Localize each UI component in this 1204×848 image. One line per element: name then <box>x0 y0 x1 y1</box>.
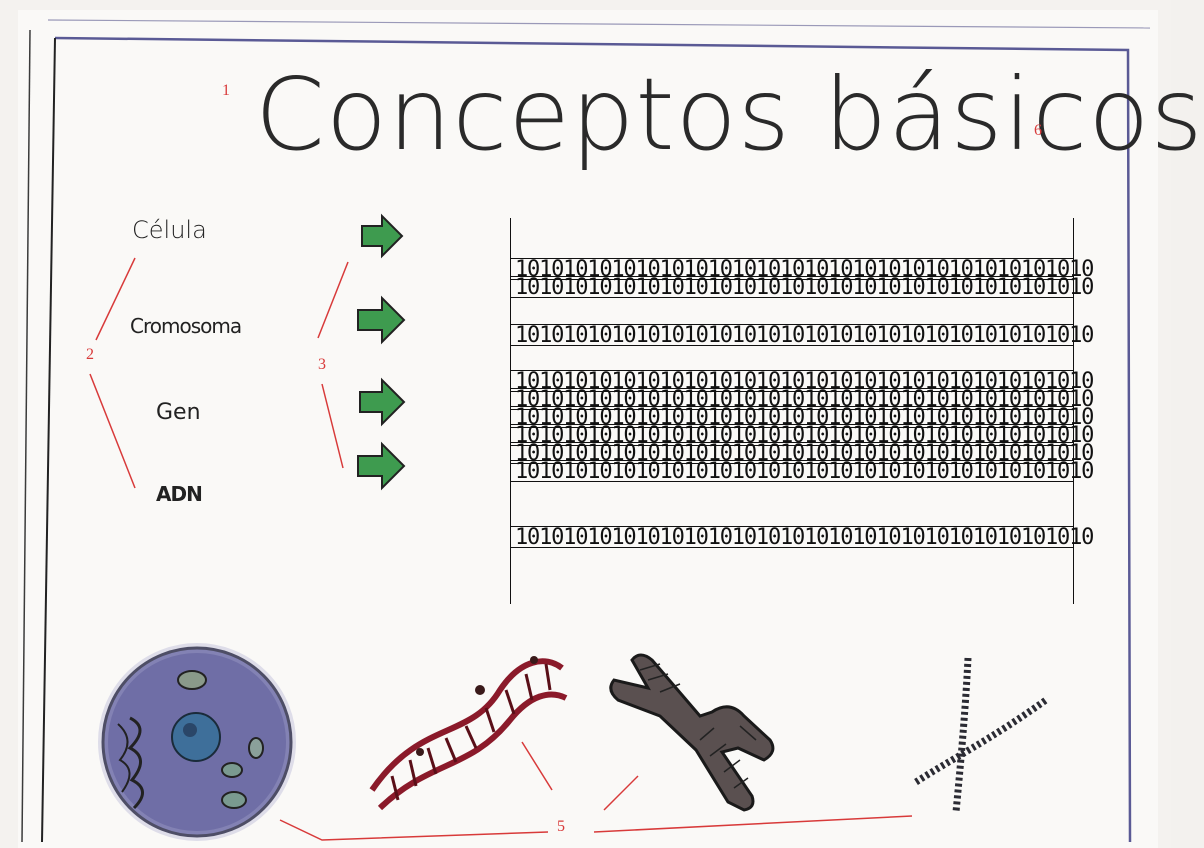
binary-row: 1010101010101010101010101010101010101010… <box>511 406 1094 429</box>
binary-row: 1010101010101010101010101010101010101010… <box>511 388 1094 411</box>
annotation-2: 2 <box>86 346 94 363</box>
annotation-3: 3 <box>318 356 326 373</box>
binary-row: 1010101010101010101010101010101010101010… <box>511 276 1094 299</box>
concept-dna-label: ADN <box>156 482 203 506</box>
concept-chromosome-label: Cromosoma <box>130 314 242 338</box>
binary-row: 1010101010101010101010101010101010101010… <box>511 258 1094 281</box>
binary-row: 1010101010101010101010101010101010101010… <box>511 442 1094 465</box>
binary-row: 1010101010101010101010101010101010101010… <box>511 324 1094 347</box>
binary-row: 1010101010101010101010101010101010101010… <box>511 370 1094 393</box>
page-title: Conceptos básicos <box>255 56 1204 173</box>
concept-cell-label: Célula <box>132 216 207 244</box>
binary-row: 1010101010101010101010101010101010101010… <box>511 424 1094 447</box>
annotation-6: 6 <box>1034 122 1042 139</box>
binary-panel: 1010101010101010101010101010101010101010… <box>510 218 1094 604</box>
poster-sheet: Conceptos básicos Célula Cromosoma Gen A… <box>21 19 1204 843</box>
annotation-1: 1 <box>222 82 230 99</box>
annotation-5: 5 <box>557 818 565 835</box>
binary-row: 1010101010101010101010101010101010101010… <box>511 526 1094 549</box>
concept-gene-label: Gen <box>156 400 201 425</box>
binary-row: 1010101010101010101010101010101010101010… <box>511 460 1094 483</box>
